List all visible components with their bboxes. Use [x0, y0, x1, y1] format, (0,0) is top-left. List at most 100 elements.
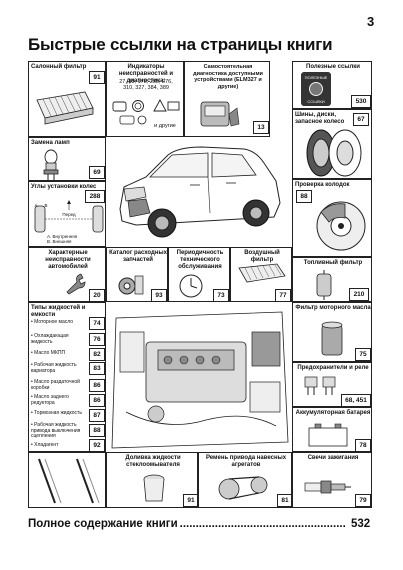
- page-ref[interactable]: 91: [89, 71, 105, 84]
- page-list-1[interactable]: 27, 33, 178, 255, 276,: [119, 79, 173, 85]
- globe-icon: [309, 82, 323, 96]
- page-title: Быстрые ссылки на страницы книги: [28, 35, 333, 54]
- tile-air-filter[interactable]: Воздушный фильтр 77: [230, 247, 292, 302]
- tile-cabin-filter[interactable]: Салонный фильтр 91: [28, 61, 106, 137]
- tile-label: Полезные ссылки: [306, 64, 360, 70]
- page-ref[interactable]: 68, 451: [341, 394, 371, 406]
- mark-b: B: [44, 203, 48, 208]
- tile-faults[interactable]: Характерные неисправности автомобилей 20: [28, 247, 106, 302]
- useful-links-badge: ПОЛЕЗНЫЕ ССЫЛКИ: [301, 72, 331, 106]
- warning-lights-icon: [112, 99, 180, 125]
- tile-label: Салонный фильтр: [31, 64, 87, 70]
- badge-text: ССЫЛКИ: [307, 99, 325, 104]
- tile-label: Характерные неисправности автомобилей: [45, 250, 91, 270]
- tile-lamp-replacement[interactable]: Замена ламп 69: [28, 137, 106, 181]
- fuse-icon: [304, 376, 336, 395]
- page-ref[interactable]: 91: [183, 494, 197, 507]
- mark-a: A: [34, 203, 38, 208]
- tile-label: Проверка колодок: [295, 182, 350, 188]
- tile-parts-catalog[interactable]: Каталог расходных запчастей 93: [106, 247, 168, 302]
- footer-label[interactable]: Полное содержание книги: [28, 518, 180, 530]
- footer-leader: ........................................…: [179, 518, 346, 530]
- tile-label: Замена ламп: [31, 140, 70, 146]
- page-ref[interactable]: 86: [89, 379, 105, 392]
- oil-filter-icon: [321, 321, 343, 356]
- tile-drive-belt[interactable]: Ремень привода навесных агрегатов 81: [198, 452, 292, 508]
- fluid-item: • Моторное масло: [31, 319, 74, 325]
- page-ref[interactable]: 87: [89, 409, 105, 422]
- wrench-icon: [66, 273, 86, 295]
- page-ref[interactable]: 83: [89, 362, 105, 375]
- tile-maintenance[interactable]: Периодичность технического обслуживания …: [168, 247, 230, 302]
- page-ref[interactable]: 288: [85, 190, 105, 203]
- legend-a: А. Внутренняя: [47, 234, 78, 239]
- page-ref[interactable]: 88: [89, 424, 105, 437]
- washer-reservoir-icon: [143, 474, 165, 502]
- tile-washer-fluid[interactable]: Доливка жидкости стеклоомывателя 91: [106, 452, 198, 508]
- fluid-item: • Тормозная жидкость: [31, 410, 82, 416]
- tile-label: Фильтр моторного масла: [295, 305, 371, 311]
- page-ref[interactable]: 82: [89, 348, 105, 361]
- tile-spark-plugs[interactable]: Свечи зажигания 79: [292, 452, 372, 508]
- page-ref[interactable]: 86: [89, 394, 105, 407]
- footer-page-ref[interactable]: 532: [351, 518, 371, 530]
- front-label: Перед: [62, 212, 76, 217]
- suv-exterior-icon: [119, 146, 281, 238]
- page-ref[interactable]: 530: [351, 95, 371, 108]
- page-ref[interactable]: 75: [355, 348, 371, 361]
- tile-label: Аккумуляторная батарея: [295, 410, 371, 416]
- fluid-item: • Масло раздаточной коробки: [31, 379, 80, 391]
- car-illustration: [106, 137, 292, 247]
- page-ref[interactable]: 88: [296, 190, 312, 203]
- page-ref[interactable]: 69: [89, 166, 105, 179]
- legend-b: В. Внешняя: [47, 239, 72, 244]
- page-ref[interactable]: 210: [349, 288, 369, 301]
- fuel-filter-icon: [316, 270, 332, 300]
- tile-label: Топливный фильтр: [303, 260, 363, 266]
- wiper-blades-icon: [38, 458, 100, 504]
- tile-wheels[interactable]: Шины, диски, запасное колесо 67: [292, 109, 372, 179]
- tile-battery[interactable]: Аккумуляторная батарея 78: [292, 407, 372, 452]
- drive-belt-icon: [218, 476, 268, 500]
- tile-oil-filter[interactable]: Фильтр моторного масла 75: [292, 302, 372, 362]
- clock-icon: [179, 274, 203, 298]
- tile-label: Доливка жидкости стеклоомывателя: [125, 455, 181, 468]
- more-label: и другие: [154, 123, 176, 129]
- tile-label: Периодичность технического обслуживания: [176, 250, 224, 270]
- tile-wipers: [28, 452, 106, 508]
- tile-label: Шины, диски, запасное колесо: [295, 112, 345, 125]
- tile-self-diagnostics[interactable]: Самостоятельная диагностика доступными у…: [184, 61, 270, 137]
- obd-scanner-icon: [200, 101, 240, 127]
- fluid-item: • Рабочая жидкость привода выключения сц…: [31, 422, 81, 439]
- tile-fault-indicators[interactable]: Индикаторы неисправностей и диагностика:…: [106, 61, 184, 137]
- page-ref[interactable]: 67: [353, 113, 369, 126]
- fluid-item: • Масло МКПП: [31, 350, 66, 356]
- tile-wheel-alignment[interactable]: Углы установки колес 288 A B Перед А. Вн…: [28, 181, 106, 247]
- tile-useful-links[interactable]: Полезные ссылки ПОЛЕЗНЫЕ ССЫЛКИ 530: [292, 61, 372, 109]
- tile-fuel-filter[interactable]: Топливный фильтр 210: [292, 257, 372, 302]
- page-ref[interactable]: 13: [253, 121, 269, 134]
- tile-fluids[interactable]: Типы жидкостей и емкости • Моторное масл…: [28, 302, 106, 452]
- page-ref[interactable]: 92: [89, 439, 105, 451]
- tile-label: Воздушный фильтр: [244, 250, 280, 263]
- brake-caliper-icon: [316, 201, 366, 251]
- cabin-filter-icon: [36, 91, 94, 125]
- page-ref[interactable]: 76: [89, 333, 105, 346]
- page-ref[interactable]: 73: [213, 289, 229, 301]
- page-ref[interactable]: 81: [277, 494, 291, 507]
- tile-fuses[interactable]: Предохранители и реле 68, 451: [292, 362, 372, 407]
- tile-brake-check[interactable]: Проверка колодок 88: [292, 179, 372, 257]
- page-list-2[interactable]: 310, 327, 384, 389: [123, 85, 169, 91]
- page-ref[interactable]: 77: [275, 289, 291, 301]
- page-ref[interactable]: 93: [151, 289, 167, 301]
- badge-text: ПОЛЕЗНЫЕ: [304, 75, 328, 80]
- tile-label: Каталог расходных запчастей: [109, 250, 167, 263]
- page-ref[interactable]: 20: [89, 289, 105, 301]
- page-ref[interactable]: 79: [355, 494, 371, 507]
- page-ref[interactable]: 78: [355, 439, 371, 451]
- tile-label: Ремень привода навесных агрегатов: [205, 455, 287, 468]
- battery-icon: [308, 423, 348, 447]
- page-ref[interactable]: 74: [89, 317, 105, 330]
- tile-label: Свечи зажигания: [307, 455, 359, 461]
- tile-label: Предохранители и реле: [297, 365, 369, 371]
